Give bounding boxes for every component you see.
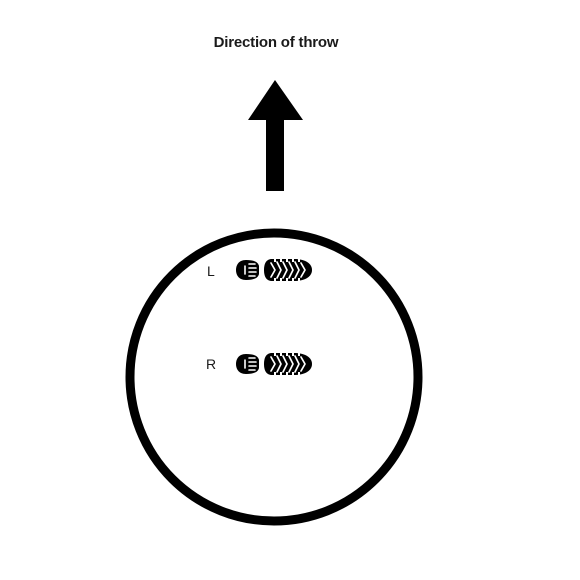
- right-foot-label: R: [206, 356, 216, 372]
- left-foot-label: L: [207, 263, 215, 279]
- arrow-up-icon: [248, 80, 303, 191]
- left-shoe-print-icon: [235, 258, 313, 282]
- right-shoe-print-icon: [235, 352, 313, 376]
- diagram-title: Direction of throw: [213, 34, 339, 51]
- throwing-circle: [125, 228, 423, 526]
